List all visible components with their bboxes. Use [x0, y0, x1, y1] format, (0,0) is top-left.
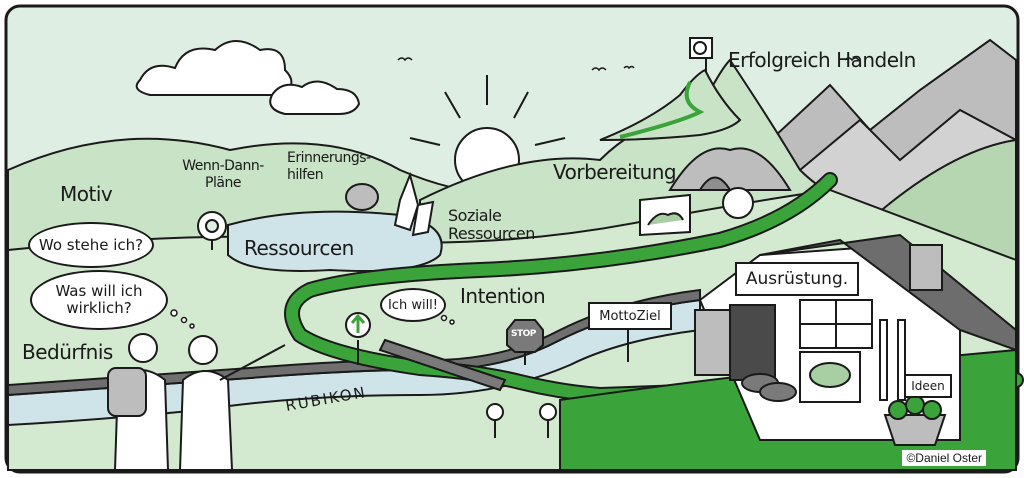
lifebuoy-icon: [197, 211, 227, 250]
sculpture: [393, 171, 435, 237]
label-erinnerungshilfen: Erinnerungs-hilfen: [287, 150, 371, 183]
sign-mottoziel: MottoZiel: [588, 302, 672, 330]
sign-ausruestung: Ausrüstung.: [735, 262, 859, 296]
basket-icon: [883, 395, 947, 446]
backpack-icon: [107, 367, 147, 417]
bubble-was-will-ich: Was will ich wirklich?: [30, 270, 168, 330]
cloud-icon: [269, 80, 361, 115]
shoes-icon: [741, 373, 797, 402]
label-soziale-ressourcen: Soziale Ressourcen: [448, 206, 535, 243]
summit: [599, 68, 742, 141]
ressourcen-lake: [227, 210, 443, 272]
bubble-wo-stehe-ich: Wo stehe ich?: [28, 222, 154, 268]
flag-icon: [689, 37, 713, 72]
brain-icon: [345, 183, 379, 211]
birds: [397, 57, 860, 72]
skis-icon: [879, 319, 906, 401]
cloud-icon: [135, 40, 293, 96]
label-motiv: Motiv: [60, 182, 113, 206]
tent-icon: [668, 147, 792, 191]
person-right: [178, 335, 286, 471]
thought-dots: [170, 309, 455, 329]
compass-icon: [722, 187, 754, 219]
label-erfolgreich-handeln: Erfolgreich Handeln: [728, 48, 916, 72]
flower-icon: [486, 403, 557, 438]
rubikon-wall: [7, 288, 701, 397]
label-ressourcen: Ressourcen: [244, 236, 354, 260]
stop-sign-label: STOP: [511, 329, 536, 339]
bridge: [378, 338, 507, 392]
label-intention: Intention: [460, 284, 546, 308]
label-wenn-dann: Wenn-Dann-Pläne: [182, 158, 264, 191]
sign-ideen: Ideen: [904, 374, 952, 398]
label-beduerfnis: Bedürfnis: [22, 340, 113, 364]
map-icon: [639, 193, 691, 237]
copyright: ©Daniel Oster: [902, 450, 986, 466]
stop-sign-icon: [506, 319, 544, 365]
arrow-up-sign-icon: [345, 312, 371, 365]
bubble-ich-will: Ich will!: [380, 288, 446, 322]
label-vorbereitung: Vorbereitung: [553, 160, 677, 184]
